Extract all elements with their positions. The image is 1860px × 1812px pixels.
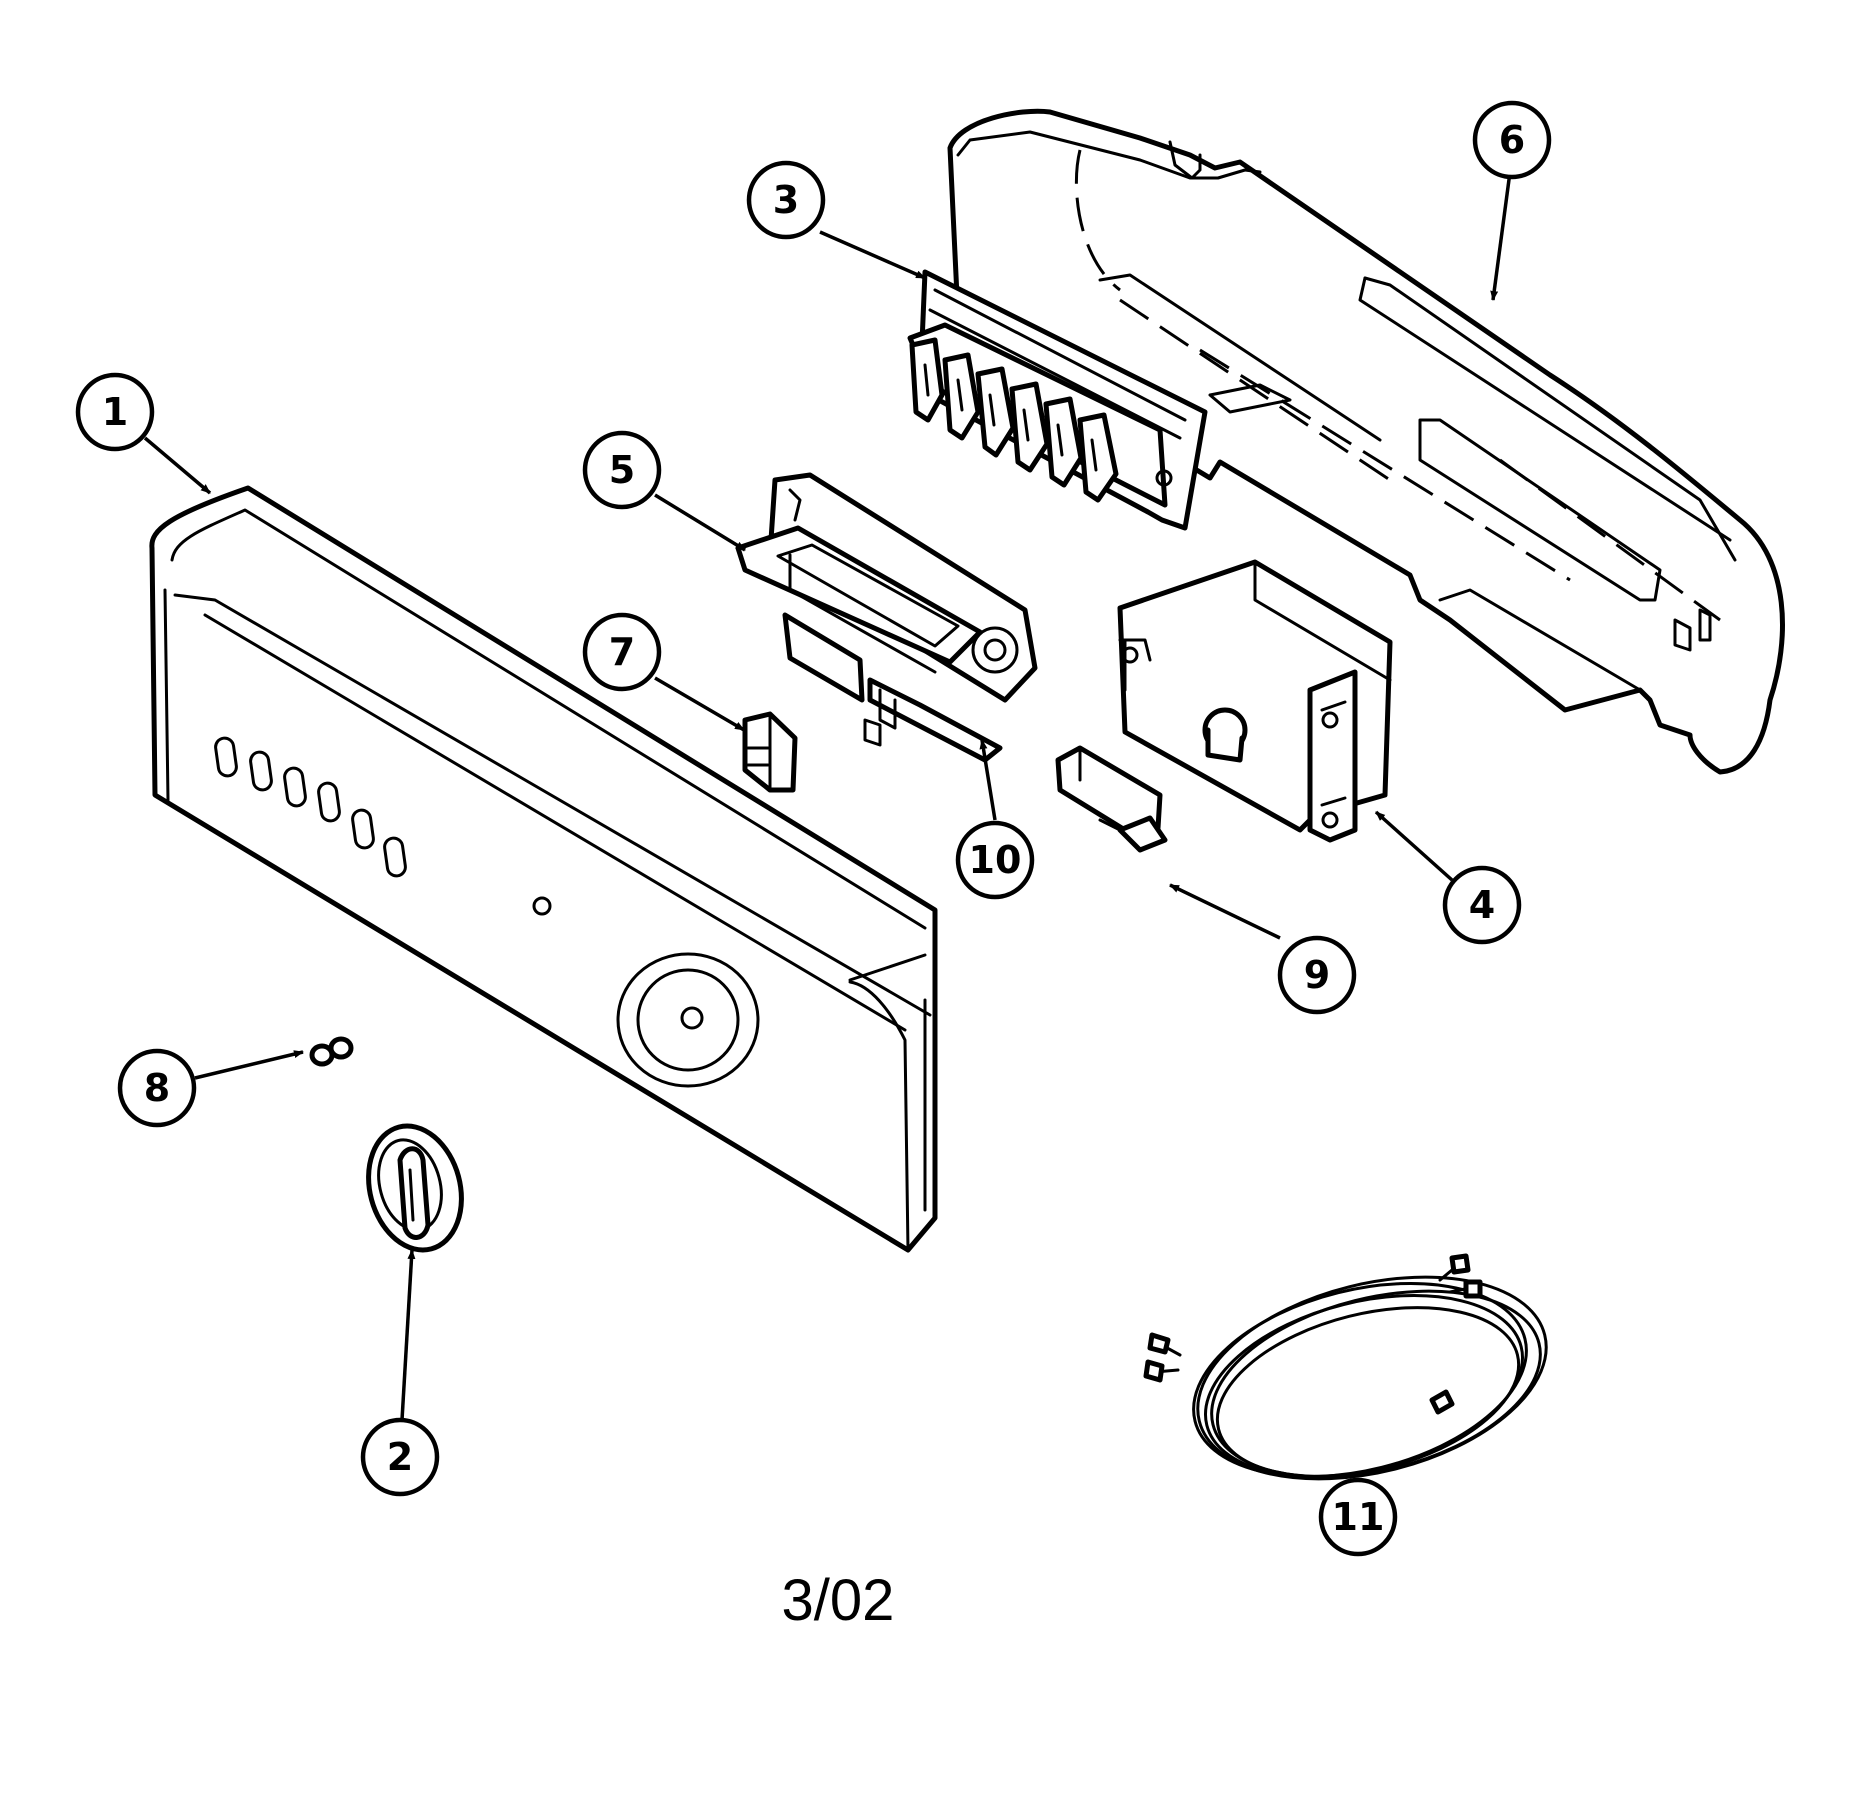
callout-7: 7 — [582, 612, 662, 692]
callout-9-label: 9 — [1304, 953, 1330, 997]
callout-2: 2 — [360, 1417, 440, 1497]
leader-2 — [400, 1249, 416, 1421]
indicator-lens-part — [309, 1036, 354, 1067]
micro-switch-part — [1055, 745, 1168, 853]
wire-harness-part — [1143, 1253, 1548, 1481]
leader-7 — [654, 676, 745, 732]
callout-9: 9 — [1277, 935, 1357, 1015]
callout-11: 11 — [1318, 1477, 1398, 1557]
callout-2-label: 2 — [387, 1435, 413, 1479]
revision-date: 3/02 — [782, 1568, 895, 1633]
callout-1: 1 — [75, 372, 155, 452]
switch-bank-part — [907, 269, 1208, 531]
callout-5: 5 — [582, 430, 662, 510]
callout-6: 6 — [1472, 100, 1552, 180]
callout-1-label: 1 — [102, 390, 128, 434]
callout-8: 8 — [117, 1048, 197, 1128]
clip-part — [742, 711, 798, 793]
callout-3: 3 — [746, 160, 826, 240]
control-knob-part — [366, 1123, 464, 1253]
leader-3 — [819, 230, 926, 280]
callout-4-label: 4 — [1469, 883, 1495, 927]
rear-housing-part — [947, 108, 1785, 775]
callout-7-label: 7 — [609, 630, 635, 674]
callout-11-label: 11 — [1332, 1495, 1385, 1539]
door-latch-part — [735, 472, 1038, 763]
leader-1 — [143, 436, 212, 495]
callout-5-label: 5 — [609, 448, 635, 492]
callout-4: 4 — [1442, 865, 1522, 945]
leader-4 — [1374, 810, 1454, 882]
callout-10-label: 10 — [969, 838, 1022, 882]
leader-lines — [143, 171, 1512, 1421]
callout-8-label: 8 — [144, 1066, 170, 1110]
leader-10 — [979, 739, 997, 821]
callout-3-label: 3 — [773, 178, 799, 222]
timer-part — [1117, 559, 1393, 843]
leader-9 — [1169, 883, 1281, 940]
leader-5 — [654, 493, 746, 552]
control-panel-part — [149, 485, 938, 1253]
leader-6 — [1490, 171, 1512, 301]
callout-6-label: 6 — [1499, 118, 1525, 162]
callout-10: 10 — [955, 820, 1035, 900]
leader-8 — [194, 1050, 304, 1080]
